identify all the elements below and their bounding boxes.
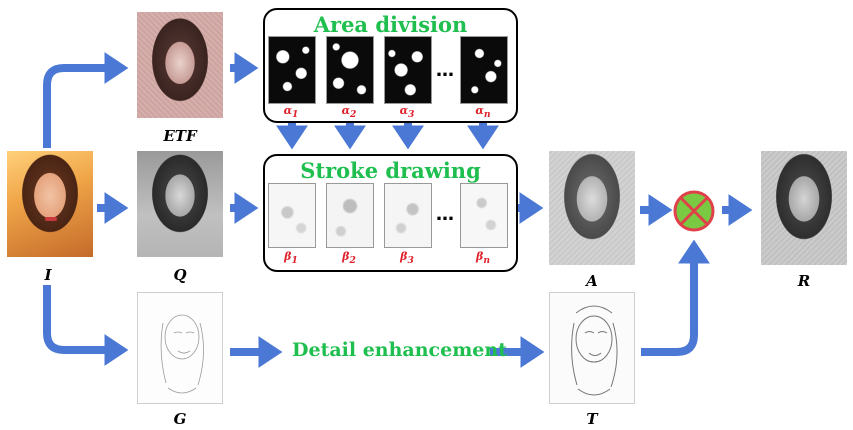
gradient-photo bbox=[137, 292, 223, 404]
result-photo bbox=[761, 151, 847, 265]
label-gradient: G bbox=[173, 410, 187, 428]
area-division-title: Area division bbox=[313, 12, 468, 37]
alpha-label-1: α1 bbox=[283, 104, 299, 121]
etf-photo bbox=[137, 12, 223, 118]
label-result: R bbox=[797, 272, 811, 290]
alpha-label-n: αn bbox=[475, 104, 491, 121]
input-photo-lips bbox=[45, 217, 57, 221]
alpha-label-2: α2 bbox=[341, 104, 357, 121]
label-texture: T bbox=[586, 410, 598, 428]
detail-enhancement-label: Detail enhancement bbox=[292, 339, 507, 361]
label-quantized: Q bbox=[173, 266, 187, 284]
beta-tile-n bbox=[460, 183, 508, 248]
input-photo bbox=[7, 151, 93, 257]
alpha-tile-3 bbox=[384, 36, 432, 104]
alpha-label-3: α3 bbox=[399, 104, 415, 121]
quantized-photo bbox=[137, 151, 223, 257]
beta-label-1: β1 bbox=[284, 250, 298, 267]
circled-times-icon bbox=[673, 190, 715, 232]
arrow-input-to-etf bbox=[43, 52, 129, 148]
texture-sketch bbox=[571, 305, 618, 396]
alpha-tile-n bbox=[460, 36, 508, 104]
texture-photo bbox=[549, 292, 635, 404]
alpha-tile-2 bbox=[326, 36, 374, 104]
arrow-t-to-combine bbox=[641, 239, 710, 356]
area-result-photo bbox=[549, 151, 635, 265]
label-area-result: A bbox=[586, 272, 598, 290]
stroke-drawing-title: Stroke drawing bbox=[300, 158, 481, 183]
label-input: I bbox=[44, 266, 52, 284]
alpha-tile-1 bbox=[268, 36, 316, 104]
beta-ellipsis: … bbox=[436, 204, 454, 225]
beta-tile-3 bbox=[384, 183, 432, 248]
arrow-input-to-g bbox=[43, 285, 129, 366]
beta-label-2: β2 bbox=[342, 250, 356, 267]
alpha-ellipsis: … bbox=[436, 60, 454, 81]
beta-tile-2 bbox=[326, 183, 374, 248]
label-etf: ETF bbox=[163, 127, 197, 145]
beta-label-n: βn bbox=[476, 250, 490, 267]
beta-tile-1 bbox=[268, 183, 316, 248]
gradient-sketch bbox=[160, 314, 204, 394]
beta-label-3: β3 bbox=[400, 250, 414, 267]
